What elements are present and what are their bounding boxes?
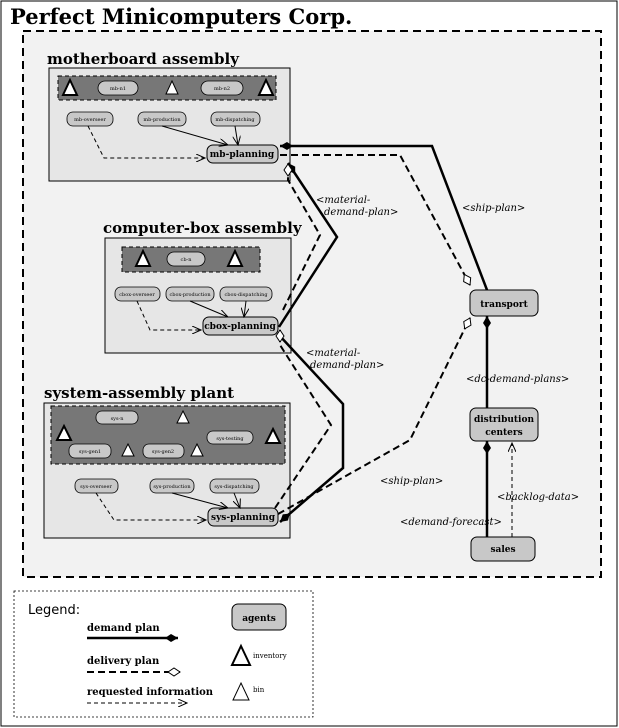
- edge-label: <material-: [306, 348, 361, 359]
- bin-icon: [165, 79, 179, 95]
- motherboard-heading: motherboard assembly: [47, 50, 240, 68]
- inventory-agent: [95, 410, 139, 425]
- edge-label: demand-plan>: [310, 360, 384, 371]
- legend-inventory-icon: [230, 643, 252, 666]
- legend-delivery-plan-label: delivery plan: [87, 656, 160, 667]
- edge-label: demand-plan>: [324, 207, 398, 218]
- edge-label: <ship-plan>: [380, 476, 443, 487]
- legend-requested-info-label: requested information: [87, 687, 214, 698]
- legend-bin-icon: [232, 681, 250, 701]
- inventory-icon: [257, 77, 275, 96]
- sub-agent: [66, 111, 114, 127]
- bin-icon: [176, 409, 190, 424]
- request-arrow: [234, 492, 240, 508]
- bin-icon: [190, 442, 204, 457]
- distribution-label: distribution: [474, 415, 535, 425]
- sub-agent-label: sys-overseer: [80, 484, 112, 490]
- sub-agent-label: mb-dispatching: [215, 117, 255, 123]
- sub-agent-label: cbox-production: [169, 292, 211, 298]
- request-arrow: [235, 125, 238, 145]
- legend-bin-label: bin: [253, 686, 265, 694]
- inventory-agent: [97, 80, 139, 96]
- inventory-icon: [264, 426, 282, 444]
- request-arrow: [87, 125, 205, 158]
- request-arrow: [136, 300, 201, 330]
- legend-inventory-label: inventory: [253, 652, 287, 660]
- inventory-agent: [166, 251, 206, 267]
- mb-planning-label: mb-planning: [210, 150, 275, 160]
- edge-label: <material-: [316, 195, 371, 206]
- request-arrow: [244, 300, 246, 317]
- sys-planning-agent: [207, 507, 279, 527]
- sys-planning-label: sys-planning: [211, 513, 276, 523]
- inventory-agent-label: sys-gen1: [79, 449, 101, 455]
- sub-agent-label: cbox-overseer: [119, 292, 155, 298]
- request-arrow: [189, 300, 228, 317]
- inventory-agent-label: sys-testing: [216, 436, 244, 442]
- sub-agent-label: sys-dispatching: [214, 484, 254, 490]
- page-title: Perfect Minicomputers Corp.: [10, 4, 352, 29]
- request-arrow: [161, 125, 228, 145]
- inventory-agent-label: cb-n: [181, 257, 193, 263]
- inventory-agent: [206, 430, 254, 445]
- inventory-agent-label: mb-n1: [110, 86, 126, 92]
- delivery-plan-arrow: [277, 317, 472, 515]
- cbox-planning-label: cbox-planning: [204, 322, 276, 332]
- edge-label: <ship-plan>: [462, 203, 525, 214]
- request-arrow: [171, 492, 228, 508]
- sub-agent-label: mb-overseer: [74, 117, 106, 123]
- mb-planning-agent: [206, 144, 279, 164]
- edge-label: <backlog-data>: [497, 492, 579, 503]
- legend-title: Legend:: [28, 603, 80, 618]
- inventory-icon: [55, 423, 73, 441]
- transport-label: transport: [480, 300, 528, 310]
- delivery-plan-arrow: [274, 329, 333, 509]
- inventory-agent-label: mb-n2: [214, 86, 230, 92]
- legend-agent-box: [231, 603, 287, 631]
- inventory-icon: [61, 77, 79, 96]
- delivery-plan-arrow: [282, 163, 322, 311]
- inventory-agent-label: sys-gen2: [152, 449, 174, 455]
- sub-agent-label: cbox-dispatching: [224, 292, 268, 298]
- edge-label: <demand-forecast>: [400, 517, 502, 528]
- inventory-icon: [226, 248, 244, 267]
- system-heading: system-assembly plant: [44, 384, 234, 402]
- sub-agent-label: mb-production: [143, 117, 181, 123]
- inventory-agent: [200, 80, 244, 96]
- transport-agent: [469, 289, 539, 317]
- inventory-icon: [134, 248, 152, 267]
- inventory-agent: [68, 443, 112, 459]
- demand-plan-arrow: [280, 142, 489, 291]
- legend-agents-label: agents: [242, 614, 276, 624]
- distribution-centers-agent: [469, 407, 539, 442]
- sub-agent-label: sys-production: [153, 484, 191, 490]
- request-arrow: [95, 492, 206, 520]
- edge-label: <dc-demand-plans>: [466, 374, 569, 385]
- inventory-agent: [142, 443, 185, 459]
- demand-plan-arrow: [277, 162, 339, 328]
- sales-label: sales: [490, 545, 515, 555]
- legend-demand-plan-label: demand plan: [87, 623, 160, 634]
- delivery-plan-arrow: [280, 154, 472, 286]
- sales-agent: [470, 536, 536, 562]
- cbox-planning-agent: [202, 316, 279, 336]
- bin-icon: [121, 442, 135, 457]
- distribution-label-line2: centers: [485, 428, 522, 438]
- inventory-agent-label: sys-n: [111, 416, 125, 422]
- cbox-heading: computer-box assembly: [103, 219, 303, 237]
